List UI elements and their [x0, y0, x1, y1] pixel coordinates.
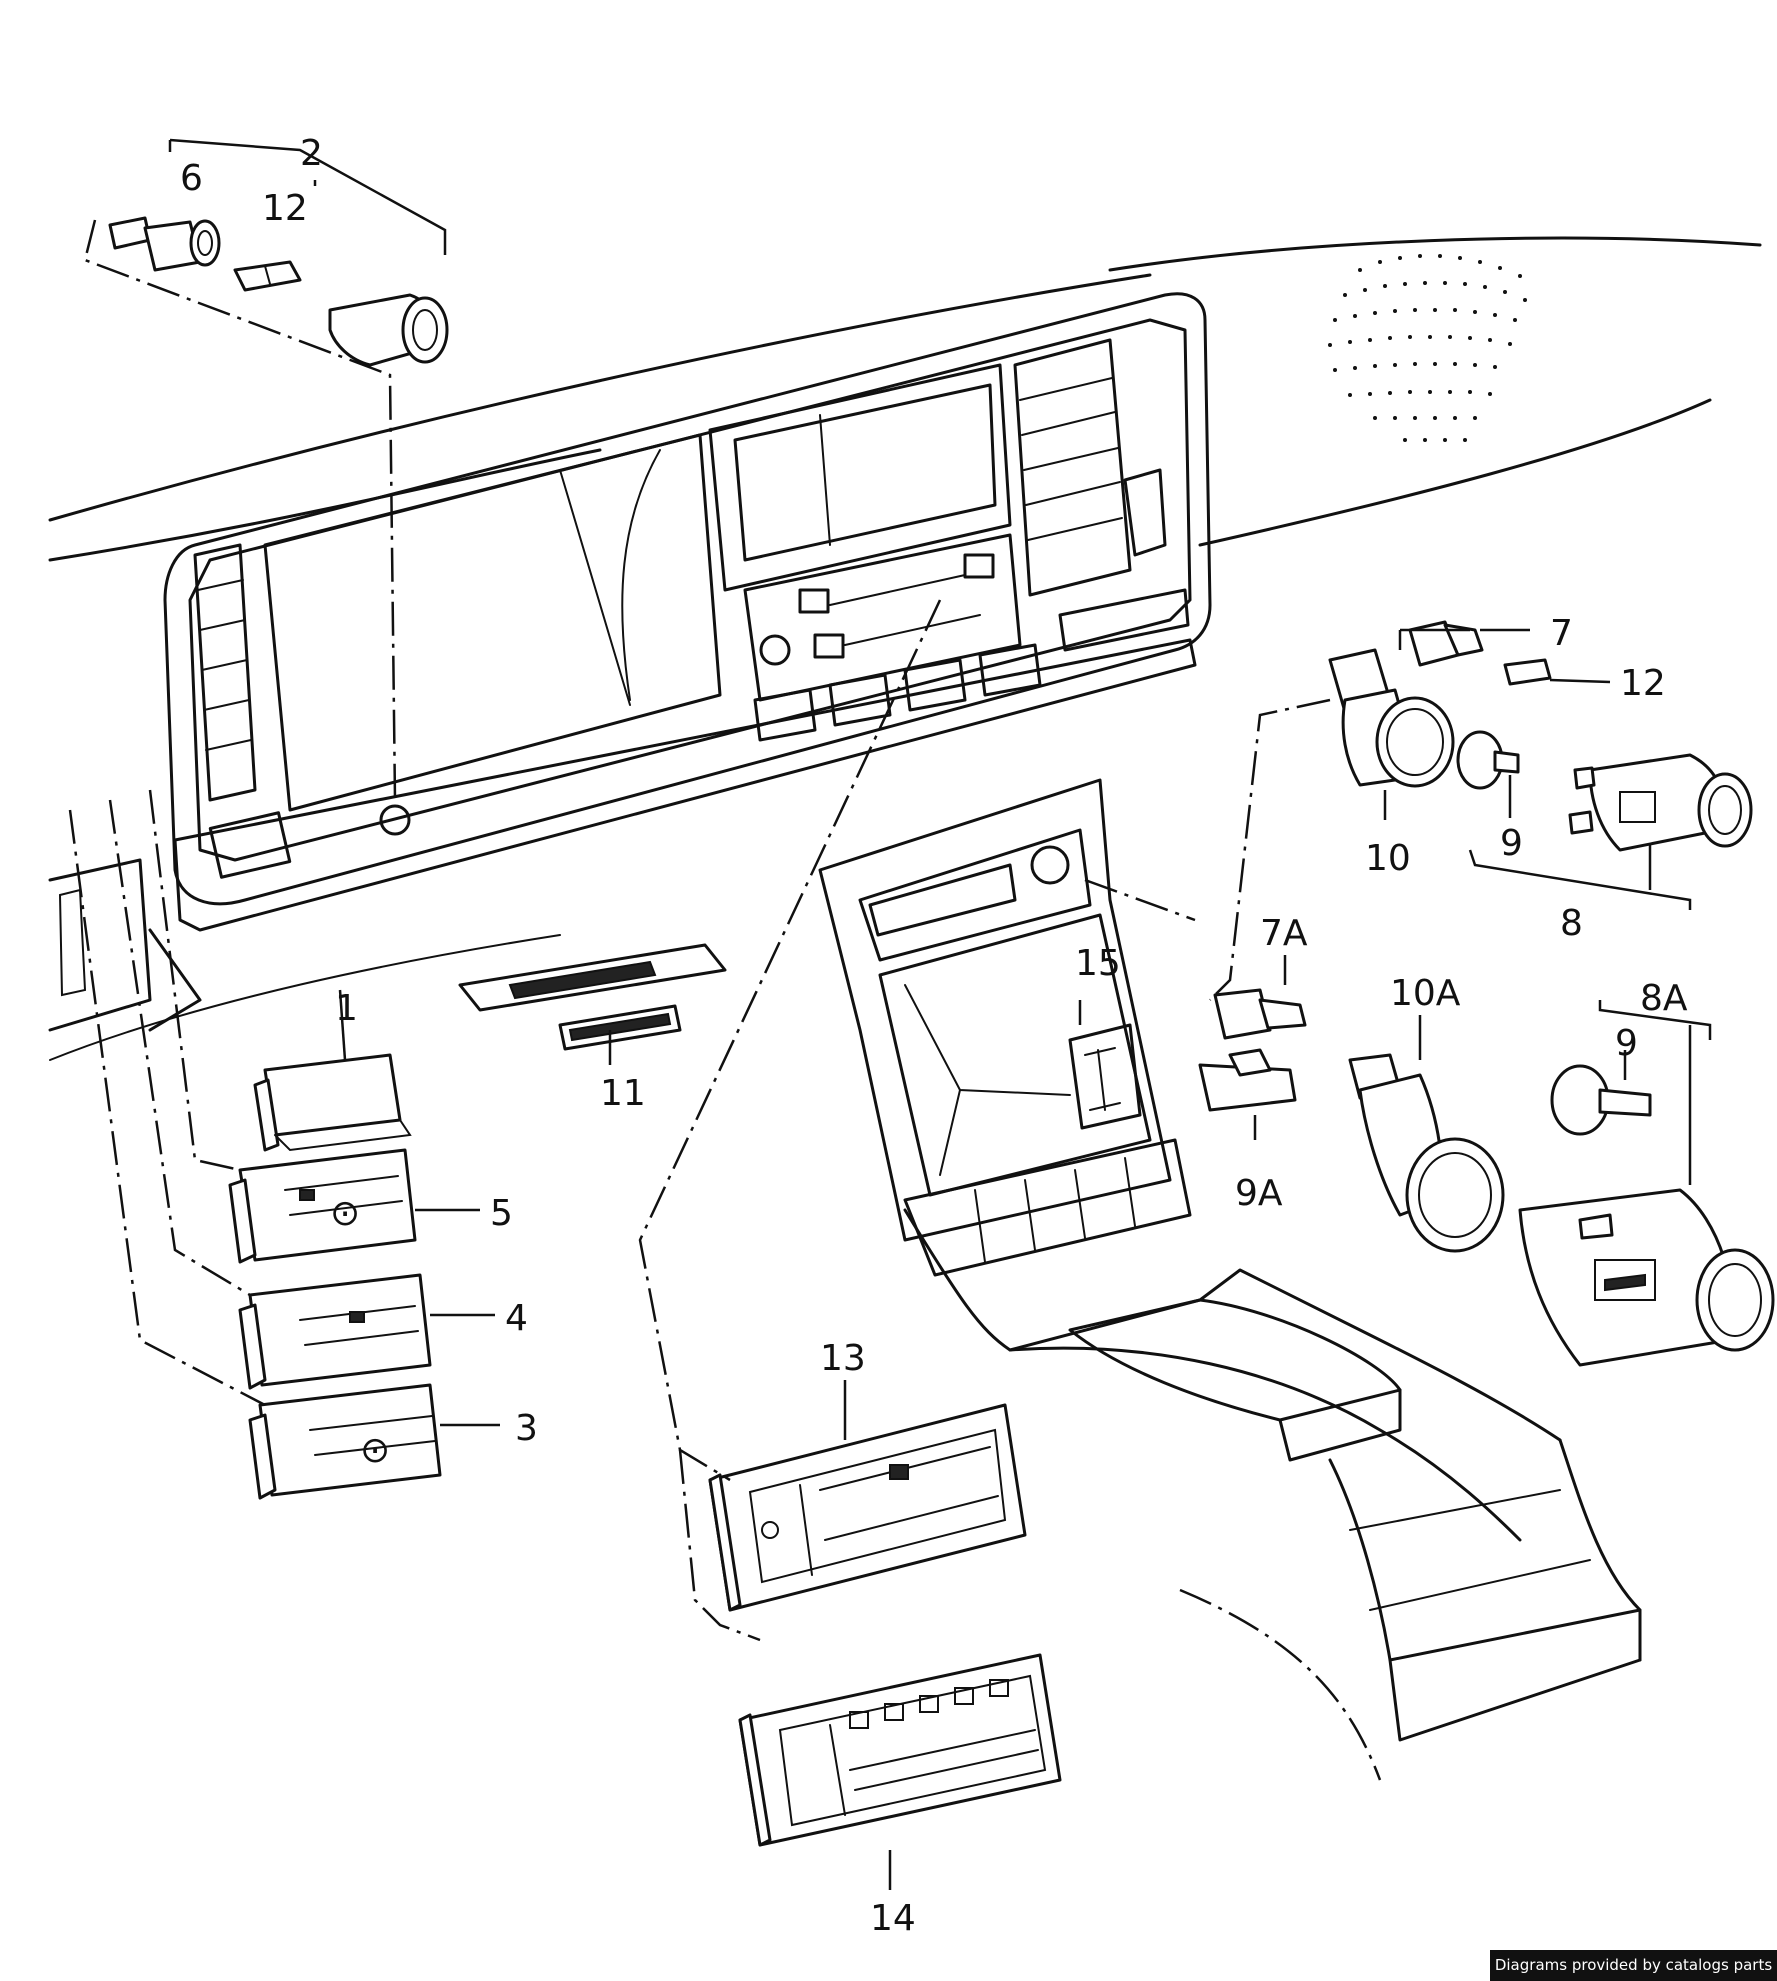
part-11-strip [458, 943, 727, 1051]
part-12-bulb-top [233, 260, 302, 292]
part-8-cigarette-lighter [1568, 753, 1753, 852]
part-4-switch [238, 1273, 432, 1390]
callout-4: 4 [505, 1298, 528, 1339]
callout-8a: 8A [1640, 978, 1688, 1019]
part-5-switch: ⊙ [228, 1148, 417, 1264]
part-7a-bulb-holder [1213, 988, 1307, 1040]
part-7-bulb-holder [1408, 620, 1484, 667]
part-3-symbol: ⊙ [360, 1430, 390, 1471]
part-9a-socket [1198, 1048, 1297, 1112]
callout-11: 11 [600, 1073, 646, 1114]
credit-banner: Diagrams provided by catalogs parts [1490, 1950, 1777, 1981]
callout-7a: 7A [1260, 913, 1308, 954]
centre-console [818, 778, 1642, 1781]
part-5-symbol: ⊙ [330, 1193, 360, 1234]
part-13-heater-control [708, 1403, 1027, 1612]
callout-12-right: 12 [1620, 663, 1666, 704]
part-10a-cigarette-lighter-housing [1348, 1053, 1505, 1253]
part-9-knob-bottom [1550, 1064, 1652, 1136]
callout-10: 10 [1365, 838, 1411, 879]
callout-12-top: 12 [262, 188, 308, 229]
callout-15: 15 [1075, 943, 1121, 984]
callout-9-bottom: 9 [1615, 1023, 1638, 1064]
callout-13: 13 [820, 1338, 866, 1379]
dashboard-outline [48, 236, 1762, 1061]
callout-6: 6 [180, 158, 203, 199]
callout-8: 8 [1560, 903, 1583, 944]
part-9-knob-top [1456, 730, 1520, 790]
callout-5: 5 [490, 1193, 513, 1234]
callout-3: 3 [515, 1408, 538, 1449]
callout-7: 7 [1550, 613, 1573, 654]
part-10-cigarette-lighter-housing [1328, 648, 1455, 788]
speaker-grille [1328, 254, 1527, 442]
callout-14: 14 [870, 1898, 916, 1939]
part-8a-cigarette-lighter [1518, 1188, 1775, 1367]
callout-1: 1 [335, 988, 358, 1029]
part-14-heater-control [738, 1653, 1062, 1847]
callout-9-top: 9 [1500, 823, 1523, 864]
callout-10a: 10A [1390, 973, 1461, 1014]
part-2-housing [328, 293, 449, 367]
part-1-switch-blank [253, 1053, 412, 1152]
callout-2: 2 [300, 133, 323, 174]
part-6-bulb-holder [108, 216, 221, 272]
callout-9a: 9A [1235, 1173, 1283, 1214]
part-3-switch: ⊙ [248, 1383, 442, 1500]
part-12-bulb-right [1503, 658, 1552, 686]
